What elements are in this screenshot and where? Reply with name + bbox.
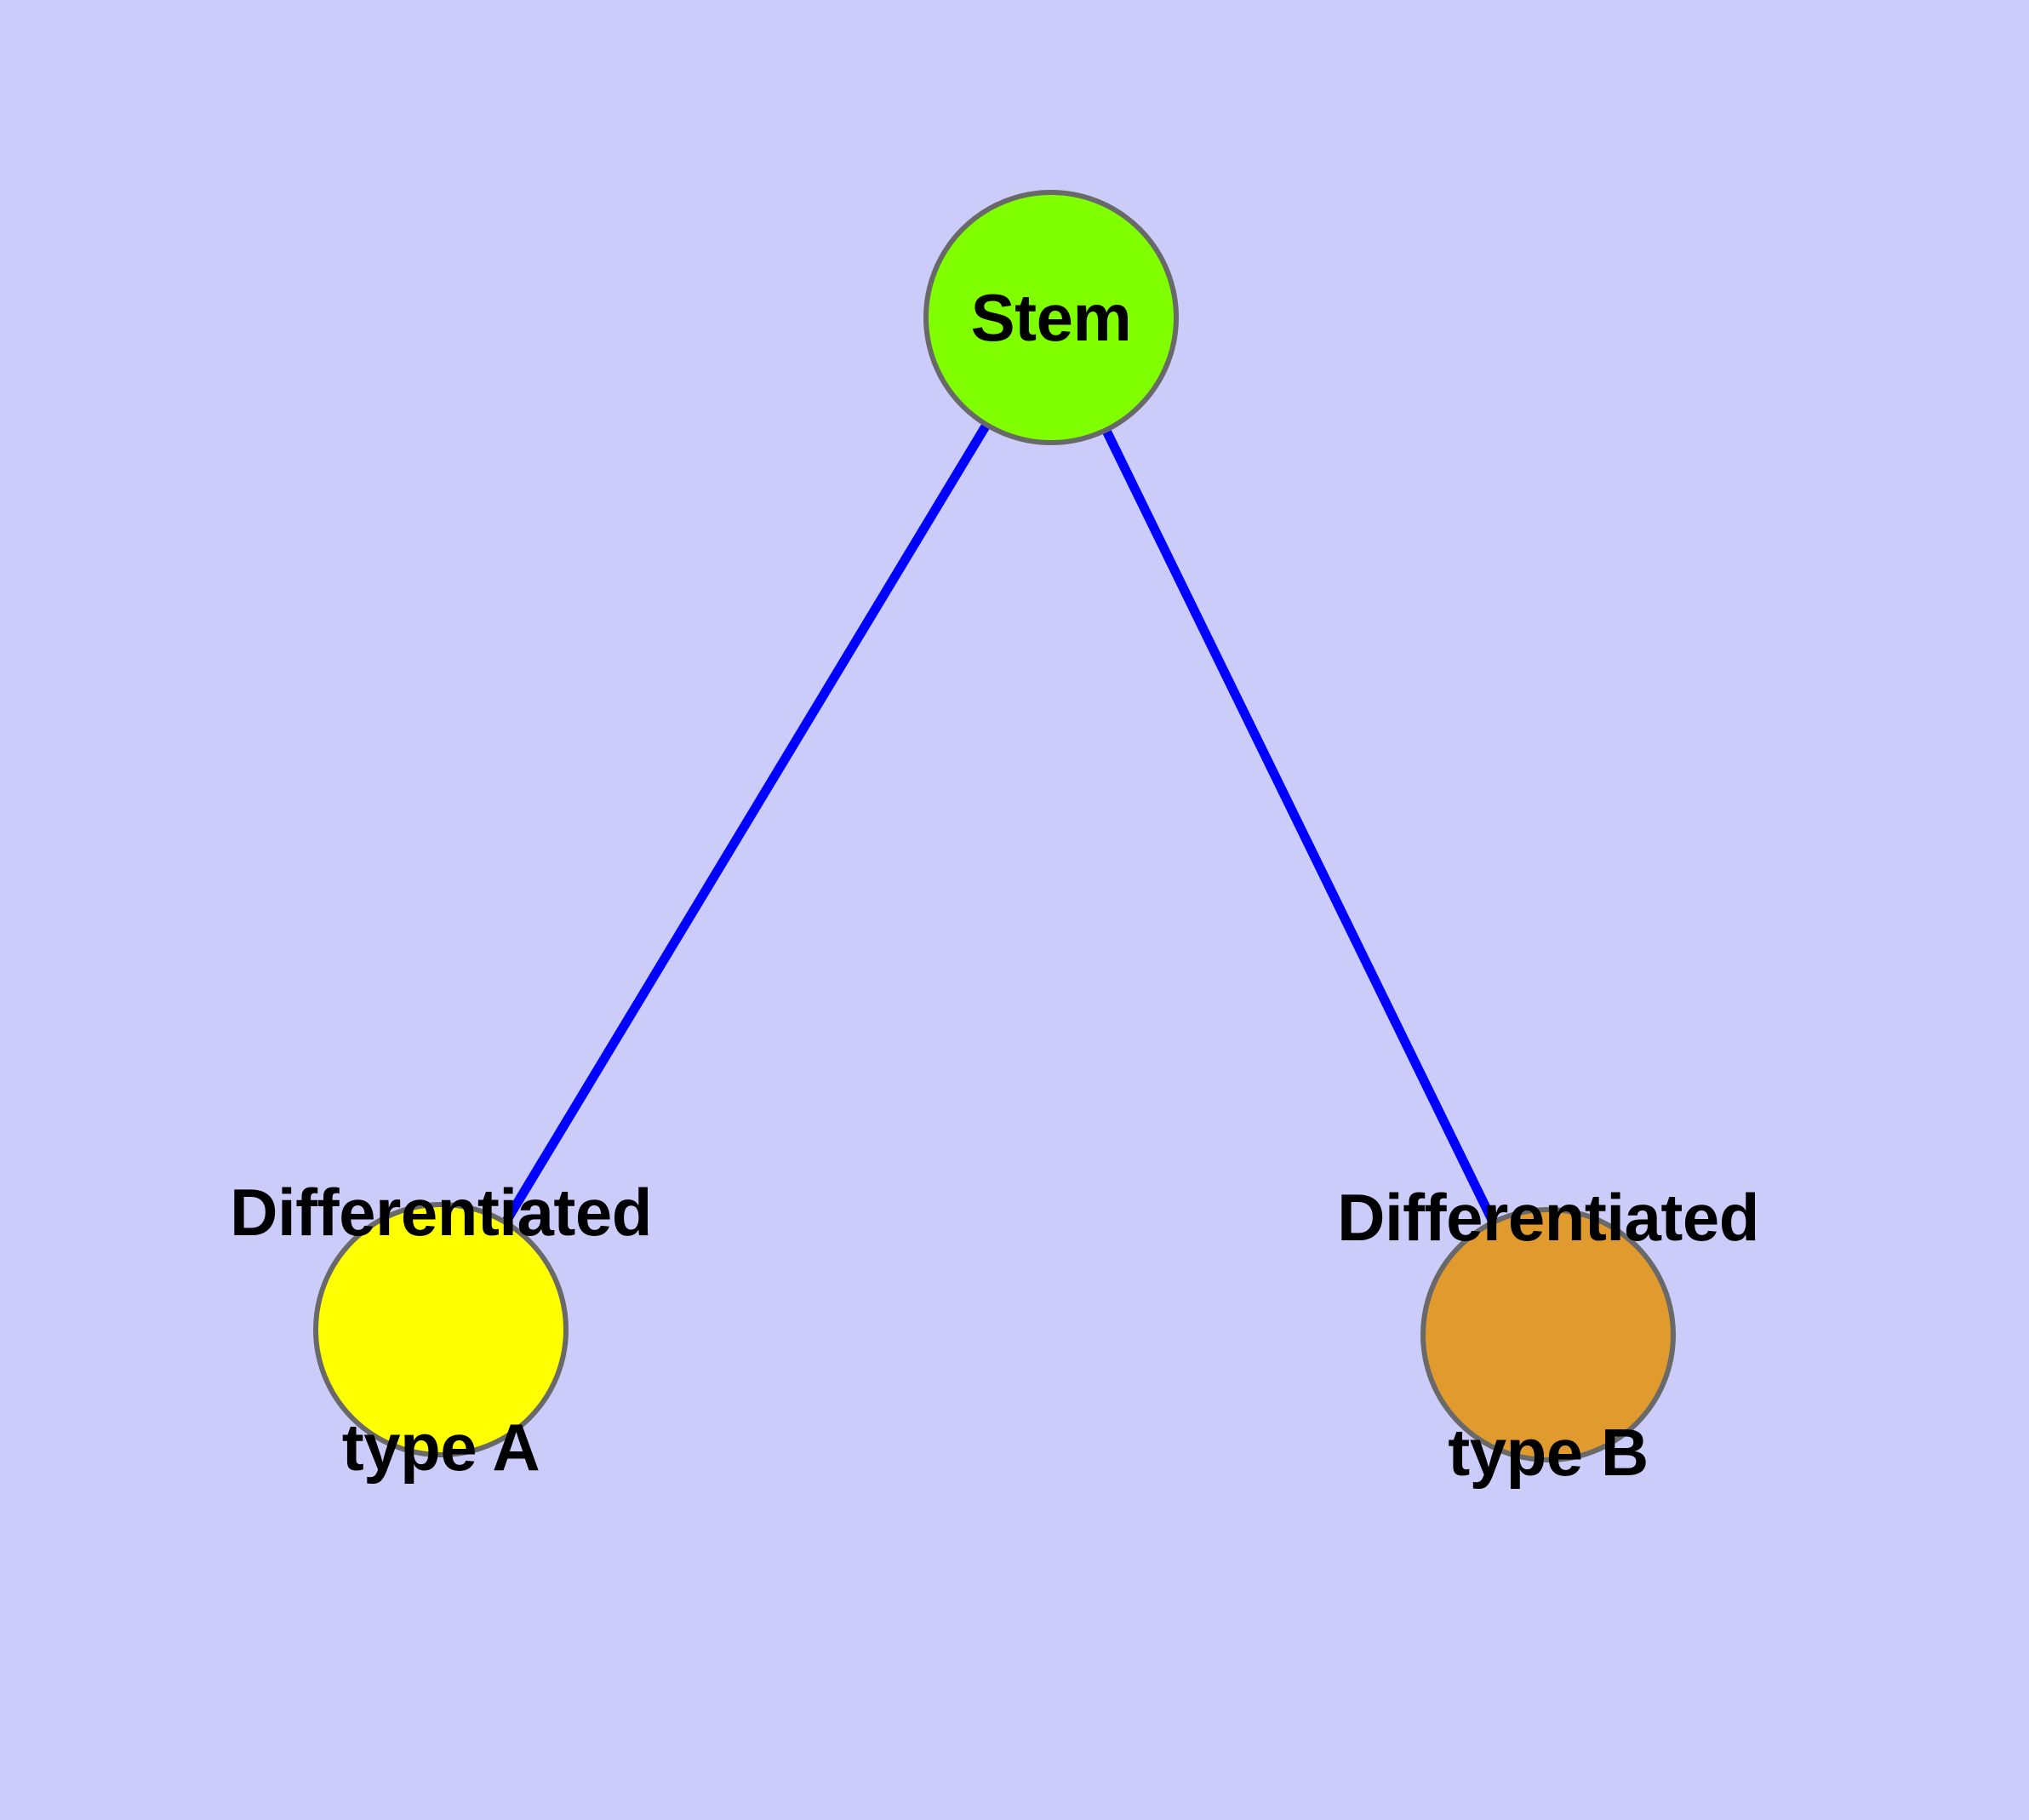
node-stem[interactable]	[923, 190, 1179, 445]
edge-stem-to-differentiated-type-a	[437, 315, 1055, 1332]
node-differentiated-type-a[interactable]	[313, 1202, 569, 1457]
node-differentiated-type-b[interactable]	[1420, 1207, 1676, 1462]
node-layer	[313, 190, 1676, 1462]
edge-stem-to-differentiated-type-b	[1047, 315, 1552, 1337]
edge-layer	[437, 315, 1552, 1337]
